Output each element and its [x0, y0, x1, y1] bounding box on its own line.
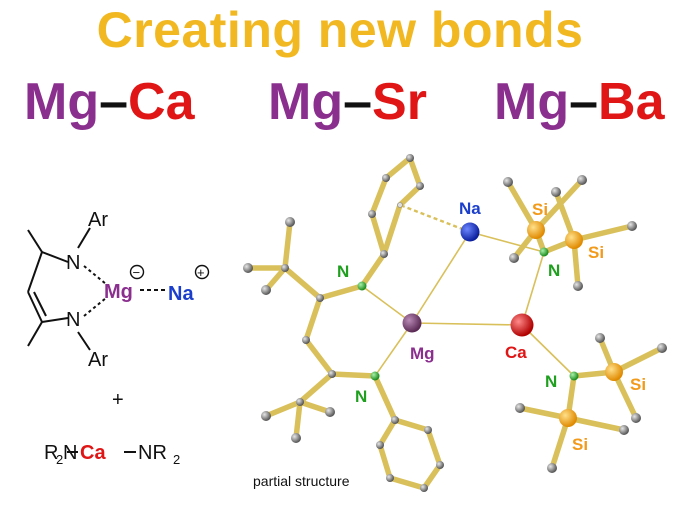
- si-atom-label-2: Si: [588, 243, 604, 262]
- n-atom-label-right-bottom: N: [545, 372, 557, 391]
- minus-charge-circle: [129, 264, 145, 280]
- amide-subscript-left: 2: [56, 452, 63, 467]
- nitrogen-atom-right-top: [539, 247, 549, 257]
- n-atom-label-left-top: N: [337, 262, 349, 281]
- pair-left-element: Mg: [494, 73, 570, 131]
- magnesium-atom: [402, 313, 422, 333]
- silicon-atom-3: [605, 363, 623, 381]
- pair-right-element: Ca: [128, 73, 195, 131]
- n-atom-label-left-bottom: N: [355, 387, 367, 406]
- calcium-atom: [510, 313, 534, 337]
- minus-sign: −: [133, 265, 141, 280]
- amide-subscript-right: 2: [173, 452, 180, 467]
- nitrogen-atom-left-top: [357, 281, 367, 291]
- n-atom-label-right-top: N: [548, 261, 560, 280]
- plus-charge-circle: [194, 264, 210, 280]
- nitrogen-atom-right-bottom: [569, 371, 579, 381]
- na-label: Na: [168, 283, 194, 305]
- nitrogen-atom-left-bottom: [370, 371, 380, 381]
- si-atom-label-1: Si: [532, 200, 548, 219]
- page-title: Creating new bonds: [96, 2, 584, 58]
- si-atom-label-4: Si: [572, 435, 588, 454]
- amide-ca-label: Ca: [80, 442, 106, 464]
- si-atom-label-3: Si: [630, 375, 646, 394]
- n-top-label: N: [66, 252, 80, 274]
- pair-right-element: Ba: [598, 73, 665, 131]
- ca-atom-label: Ca: [505, 343, 527, 362]
- ar-bottom-label: Ar: [88, 349, 108, 371]
- amide-r-label: R: [44, 442, 58, 464]
- pair-dash: –: [343, 73, 373, 131]
- ar-top-label: Ar: [88, 209, 108, 231]
- structure-caption: partial structure: [253, 473, 350, 489]
- nacnac-ligand-lines: [27, 227, 166, 453]
- silicon-atom-4: [559, 409, 577, 427]
- pair-left-element: Mg: [24, 73, 100, 131]
- bond-pair-mg-ca: Mg–Ca: [24, 72, 195, 132]
- plus-sign: +: [197, 265, 205, 280]
- hydrogen-atom: [397, 202, 403, 208]
- amide-nr-right: NR: [138, 442, 167, 464]
- sodium-atom: [460, 222, 480, 242]
- n-bottom-label: N: [66, 309, 80, 331]
- bond-pair-mg-ba: Mg–Ba: [494, 72, 665, 132]
- mg-label: Mg: [104, 281, 133, 303]
- pair-left-element: Mg: [268, 73, 344, 131]
- pair-dash: –: [99, 73, 129, 131]
- pair-right-element: Sr: [372, 73, 427, 131]
- metal-contacts: [361, 203, 575, 377]
- plus-operator: +: [112, 389, 124, 411]
- silicon-atom-1: [527, 221, 545, 239]
- na-atom-label: Na: [459, 199, 481, 218]
- pair-dash: –: [569, 73, 599, 131]
- amide-n-left: N: [63, 442, 77, 464]
- silicon-atom-2: [565, 231, 583, 249]
- carbon-atoms: [243, 154, 667, 492]
- bond-pair-mg-sr: Mg–Sr: [268, 72, 427, 132]
- mg-atom-label: Mg: [410, 344, 435, 363]
